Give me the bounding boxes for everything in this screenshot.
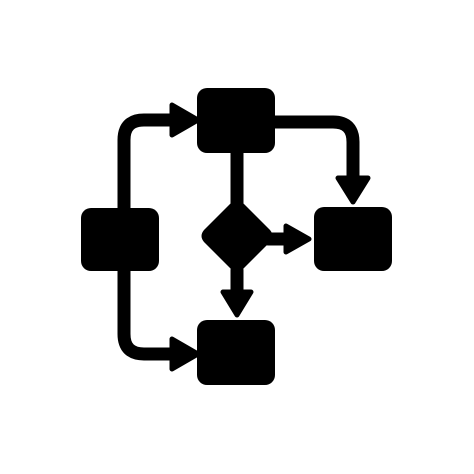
arrowhead-top [169, 102, 201, 138]
arrowhead-diamond-down [220, 289, 254, 318]
decision-diamond [201, 201, 273, 272]
bottom-box [197, 320, 275, 385]
connector-left-to-top [117, 113, 187, 219]
connector-left-to-bottom [117, 261, 187, 361]
start-box [81, 208, 159, 271]
flow-shapes [81, 88, 392, 385]
right-box [314, 207, 392, 271]
arrowhead-bottom [169, 336, 201, 372]
arrowhead-diamond-right [283, 223, 312, 255]
arrowhead-right-box [335, 175, 371, 205]
top-box [197, 88, 275, 153]
arrowheads [169, 102, 371, 372]
connector-top-to-right [263, 115, 360, 187]
connector-lines [117, 113, 360, 361]
